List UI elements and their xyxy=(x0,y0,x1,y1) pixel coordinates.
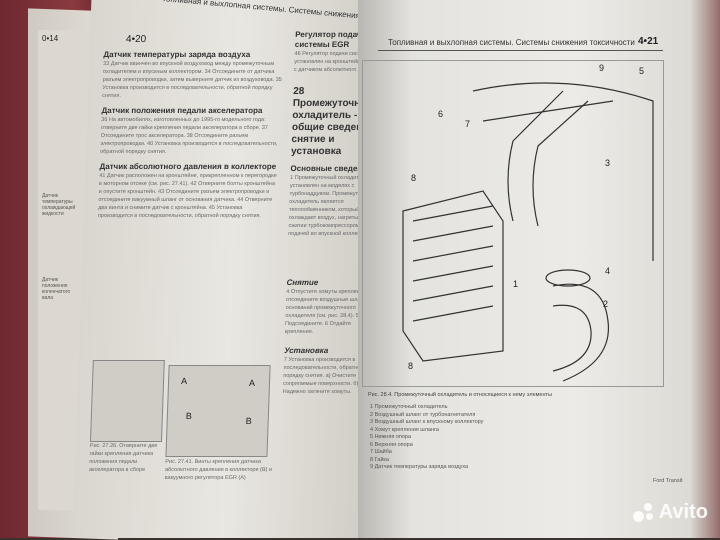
figure-caption: Рис. 28.4. Промежуточный охладитель и от… xyxy=(368,392,552,398)
legend-item: 9 Датчик температуры заряда воздуха xyxy=(370,464,469,470)
right-page-header: Топливная и выхлопная системы. Системы с… xyxy=(388,38,635,47)
figure-27-41: A A B B xyxy=(165,365,271,457)
right-page-number: 4•21 xyxy=(638,36,659,47)
section-text: 41 Датчик расположен на кронштейне, прик… xyxy=(97,173,277,219)
fig-label: B xyxy=(185,411,193,421)
section-text: 36 На автомобилях, изготовленных до 1995… xyxy=(99,117,278,155)
callout: 9 xyxy=(599,63,605,73)
right-page: Топливная и выхлопная системы. Системы с… xyxy=(358,0,720,538)
figure-caption: Рис. 27.26. Отверните две гайки креплени… xyxy=(88,443,158,473)
section-text: 33 Датчик ввинчен во впускной воздуховод… xyxy=(101,61,282,99)
legend-item: 7 Шайба xyxy=(370,449,392,455)
callout: 4 xyxy=(605,266,611,276)
left-line: Датчик положения xyxy=(42,277,68,289)
legend-item: 4 Хомут крепления шланга xyxy=(370,426,439,433)
page-footer: Ford Transit xyxy=(653,478,683,484)
hose-3 xyxy=(507,90,589,227)
legend-item: 8 Гайка xyxy=(370,456,389,463)
section-title: Датчик положения педали акселератора xyxy=(101,106,263,115)
avito-watermark: Avito xyxy=(632,501,708,524)
callout: 5 xyxy=(639,66,645,76)
callout: 1 xyxy=(513,279,519,289)
figure-27-26 xyxy=(89,360,165,442)
callout: 8 xyxy=(408,361,414,371)
left-line: охлаждающей жидкости xyxy=(42,205,76,217)
left-page-number: 0•14 xyxy=(42,34,59,43)
fig-label: B xyxy=(245,416,252,426)
left-line: Датчик температуры xyxy=(42,193,73,205)
watermark-text: Avito xyxy=(658,501,708,523)
legend-item: 2 Воздушный шланг от турбонагнетателя xyxy=(370,411,476,418)
legend-item: 5 Нижняя опора xyxy=(370,434,412,440)
fig-label: A xyxy=(248,378,256,388)
callout: 2 xyxy=(603,299,609,309)
diagram-frame: 9 5 6 7 8 3 4 2 1 8 xyxy=(362,60,664,387)
avito-logo-icon xyxy=(632,502,655,523)
middle-page-header: Топливная и выхлопная системы. Системы с… xyxy=(161,0,391,24)
legend-item: 1 Промежуточный охладитель xyxy=(370,404,448,410)
callout: 6 xyxy=(438,109,444,119)
callout: 7 xyxy=(465,119,471,129)
hose-2 xyxy=(552,283,610,382)
section-title: Датчик абсолютного давления в коллекторе xyxy=(99,162,277,171)
hose-clamp xyxy=(545,269,591,287)
figure-caption: Рис. 27.41. Винты крепления датчика абсо… xyxy=(164,459,273,481)
fig-label: A xyxy=(180,376,188,386)
left-line: коленчатого вала xyxy=(42,289,71,301)
legend-item: 6 Верхняя опора xyxy=(370,441,413,448)
legend-item: 3 Воздушный шланг к впускному коллектору xyxy=(370,419,484,425)
callout: 8 xyxy=(411,173,417,183)
intercooler-core xyxy=(402,190,504,362)
intercooler-diagram xyxy=(402,82,654,382)
middle-page: 4•20 Топливная и выхлопная системы. Сист… xyxy=(72,0,392,538)
section-title: Датчик температуры заряда воздуха xyxy=(103,50,251,59)
middle-page-number: 4•20 xyxy=(125,34,147,45)
callout: 3 xyxy=(605,158,611,168)
